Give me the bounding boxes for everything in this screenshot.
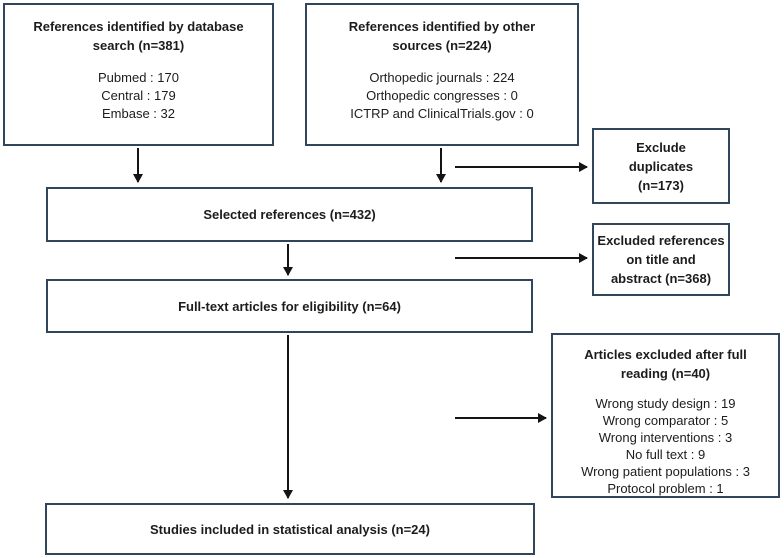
text-line: References identified by other [348,19,536,34]
box-selected-references: Selected references (n=432) [46,187,533,242]
box-database-search-title: References identified by database search… [5,17,272,55]
box-exclude-duplicates: Exclude duplicates (n=173) [592,128,730,204]
box-full-text-eligibility: Full-text articles for eligibility (n=64… [46,279,533,333]
box-database-search-details: Pubmed : 170 Central : 179 Embase : 32 [5,69,272,123]
text-line: Central : 179 [101,88,176,103]
box-other-sources: References identified by other sources (… [305,3,579,146]
box-other-sources-title: References identified by other sources (… [307,17,577,55]
text-line: Wrong patient populations : 3 [581,464,750,479]
text-line: reading (n=40) [620,366,711,381]
box-excluded-full-reading-title: Articles excluded after full reading (n=… [553,345,778,383]
text-line: search (n=381) [92,38,185,53]
text-line: Excluded references [597,233,725,248]
text-line: ICTRP and ClinicalTrials.gov : 0 [350,106,534,121]
text-line: abstract (n=368) [610,271,712,286]
box-other-sources-details: Orthopedic journals : 224 Orthopedic con… [307,69,577,123]
text-line: Wrong interventions : 3 [598,430,733,445]
box-excluded-title-abstract-title: Excluded references on title and abstrac… [597,231,724,288]
box-included-studies-title: Studies included in statistical analysis… [150,521,430,537]
text-line: No full text : 9 [625,447,706,462]
text-line: Embase : 32 [102,106,175,121]
box-included-studies: Studies included in statistical analysis… [45,503,535,555]
text-line: duplicates [628,158,694,174]
text-line: Orthopedic congresses : 0 [366,88,518,103]
box-excluded-title-abstract: Excluded references on title and abstrac… [592,223,730,296]
text-line: Wrong comparator : 5 [602,413,729,428]
text-line: References identified by database [33,19,244,34]
box-selected-references-title: Selected references (n=432) [203,207,376,222]
text-line: on title and [626,252,696,267]
text-line: Exclude [636,139,686,155]
text-line: Wrong study design : 19 [595,396,736,411]
box-exclude-duplicates-title: Exclude duplicates (n=173) [629,138,693,195]
box-excluded-full-reading: Articles excluded after full reading (n=… [551,333,780,498]
text-line: Protocol problem : 1 [607,481,724,496]
box-excluded-full-reading-details: Wrong study design : 19 Wrong comparator… [553,395,778,497]
text-line: sources (n=224) [392,38,492,53]
box-database-search: References identified by database search… [3,3,274,146]
text-line: (n=173) [638,177,684,193]
box-full-text-eligibility-title: Full-text articles for eligibility (n=64… [178,298,401,314]
text-line: Articles excluded after full [584,347,747,362]
text-line: Pubmed : 170 [98,70,179,85]
text-line: Orthopedic journals : 224 [369,70,515,85]
